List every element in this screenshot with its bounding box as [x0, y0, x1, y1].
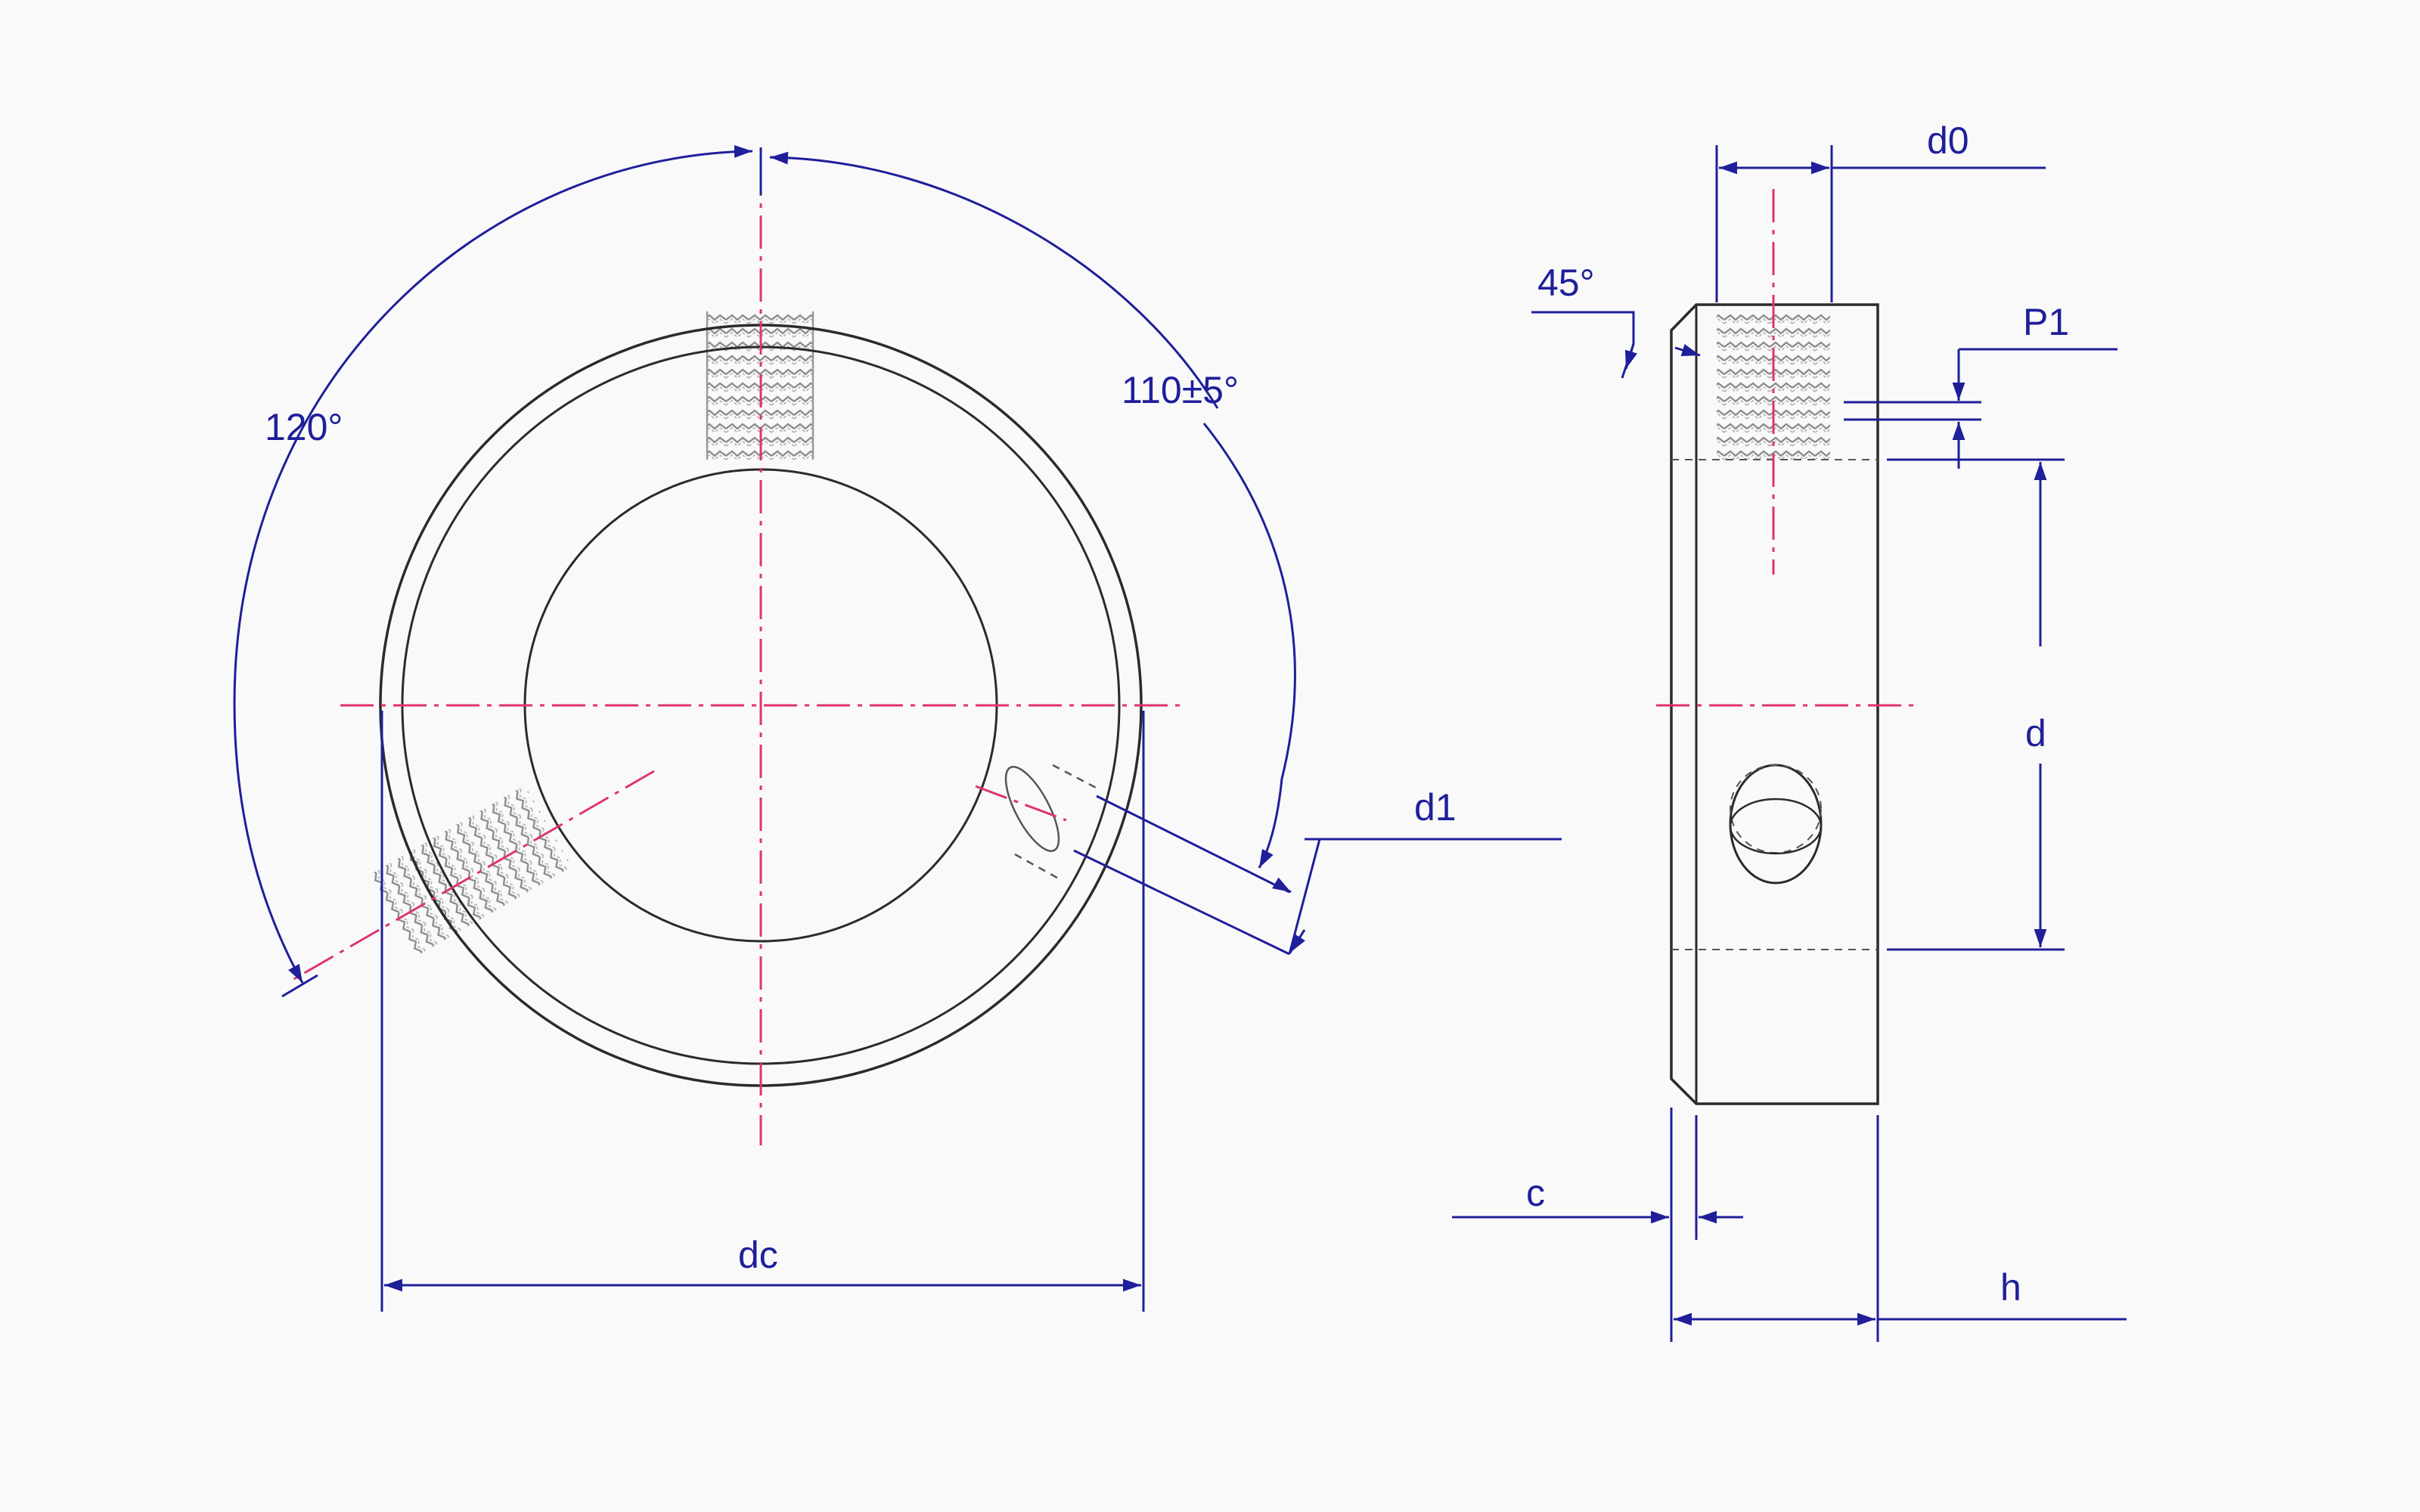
label-d: d [2025, 712, 2046, 754]
side-centerlines [1656, 189, 1921, 707]
side-pin-hole [1729, 764, 1823, 885]
angle-110-arc [769, 156, 1219, 409]
label-d0: d0 [1927, 119, 1969, 162]
label-p1: P1 [2023, 301, 2069, 343]
side-dimensions [1452, 145, 2127, 1342]
label-h: h [2000, 1266, 2021, 1309]
lower-left-threaded-hole [368, 785, 572, 958]
side-threaded-hole [1717, 310, 1830, 461]
label-120-deg: 120° [265, 406, 343, 448]
side-view [1656, 189, 1921, 1105]
label-c: c [1526, 1172, 1545, 1214]
front-labels: 120° 110±5° d1 dc [265, 369, 1457, 1276]
right-pin-hole [1004, 764, 1101, 882]
label-45-deg: 45° [1537, 262, 1595, 304]
front-view [287, 163, 1184, 1145]
side-labels: d0 45° P1 d c h [1526, 119, 2069, 1309]
angle-110-arc-lower [1202, 423, 1296, 869]
label-110-deg: 110±5° [1122, 369, 1239, 411]
label-d1: d1 [1414, 786, 1457, 829]
label-dc: dc [738, 1234, 778, 1276]
angle-120-arc [233, 144, 753, 984]
front-dimensions [233, 144, 1562, 1312]
